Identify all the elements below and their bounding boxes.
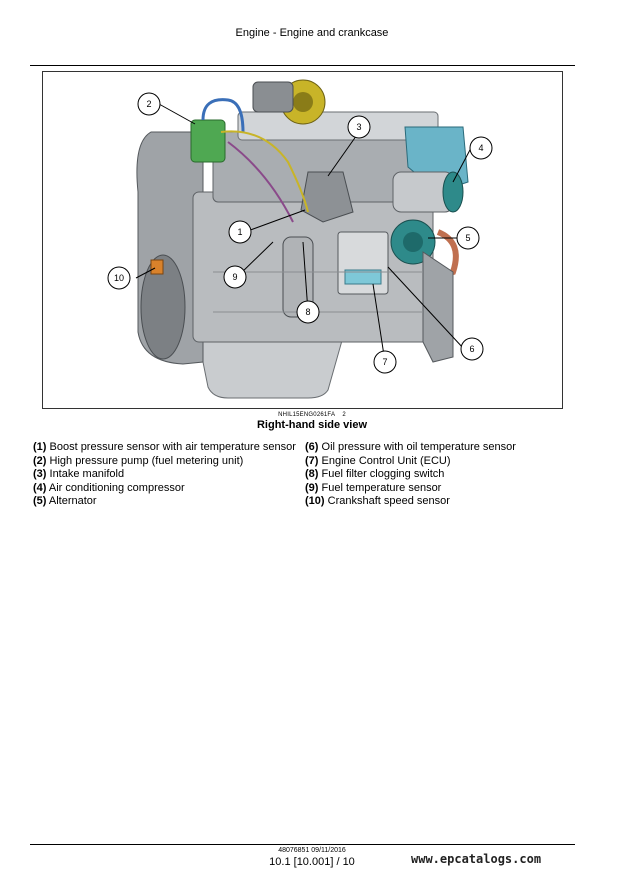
valve-cover: [237, 111, 439, 141]
fuel-line-yellow: [220, 130, 309, 213]
high-pressure-pump: [190, 119, 226, 163]
legend-item: (7) Engine Control Unit (ECU): [305, 454, 451, 467]
engine-illustration: 2 3 4 1 5 6 7 8 9 10: [42, 71, 563, 409]
ac-compressor-pulley: [442, 171, 464, 213]
ecu-housing: [337, 231, 389, 295]
callout-circles: [107, 92, 493, 374]
callout-label-5: 5: [465, 233, 470, 243]
figure-id-number: 2: [342, 412, 346, 418]
footer-divider: [30, 844, 575, 845]
oil-pan: [197, 336, 344, 399]
callout-label-1: 1: [237, 227, 242, 237]
footer-doc-ref: 48076851 09/11/2016: [278, 847, 346, 854]
figure-id: NHIL15ENG0261FA 2: [0, 412, 624, 418]
figure-id-code: NHIL15ENG0261FA: [278, 412, 335, 418]
callout-label-3: 3: [356, 122, 361, 132]
crankshaft-speed-sensor: [150, 259, 164, 275]
turbo-center: [293, 92, 313, 112]
callout-9: [223, 265, 247, 289]
legend-item: (6) Oil pressure with oil temperature se…: [305, 441, 516, 453]
legend-item: (1) Boost pressure sensor with air tempe…: [33, 441, 296, 453]
callout-4: [469, 136, 493, 160]
watermark-link[interactable]: www.epcatalogs.com: [411, 852, 542, 866]
footer-page-number: 10.1 [10.001] / 10: [269, 856, 355, 868]
callout-3: [347, 115, 371, 139]
callout-7: [373, 350, 397, 374]
legend-item: (10) Crankshaft speed sensor: [305, 495, 450, 508]
fuel-line-blue: [201, 98, 245, 133]
page-header-title: Engine - Engine and crankcase: [235, 27, 389, 39]
engine-drawing: 2 3 4 1 5 6 7 8 9 10: [107, 79, 493, 399]
legend-item: (8) Fuel filter clogging switch: [305, 468, 445, 481]
callout-label-7: 7: [382, 357, 387, 367]
callout-5: [456, 226, 480, 250]
figure-caption: Right-hand side view: [256, 419, 367, 431]
callout-labels: 2 3 4 1 5 6 7 8 9 10: [114, 99, 484, 367]
header-divider: [30, 65, 575, 66]
callout-label-4: 4: [478, 143, 483, 153]
turbo-housing: [252, 81, 294, 113]
callout-6: [460, 337, 484, 361]
callout-2: [137, 92, 161, 116]
callout-label-9: 9: [232, 272, 237, 282]
legend-item: (3) Intake manifold: [33, 468, 125, 481]
fuel-line-purple: [227, 141, 294, 223]
legend-item: (4) Air conditioning compressor: [33, 481, 185, 494]
callout-10: [107, 266, 131, 290]
legend-column-left: (1) Boost pressure sensor with air tempe…: [33, 441, 296, 509]
callout-1: [228, 220, 252, 244]
legend-item: (9) Fuel temperature sensor: [305, 481, 442, 494]
callout-label-8: 8: [305, 307, 310, 317]
legend-item: (2) High pressure pump (fuel metering un…: [33, 454, 244, 467]
flywheel: [140, 254, 186, 360]
callout-label-10: 10: [114, 273, 124, 283]
callout-leaders: [135, 103, 472, 363]
callout-label-2: 2: [146, 99, 151, 109]
legend-item: (5) Alternator: [33, 495, 97, 508]
callout-8: [296, 300, 320, 324]
ecu-label: [344, 269, 382, 285]
intake-manifold: [300, 171, 354, 223]
front-cover: [422, 251, 454, 363]
callout-label-6: 6: [469, 344, 474, 354]
legend-column-right: (6) Oil pressure with oil temperature se…: [305, 441, 516, 509]
